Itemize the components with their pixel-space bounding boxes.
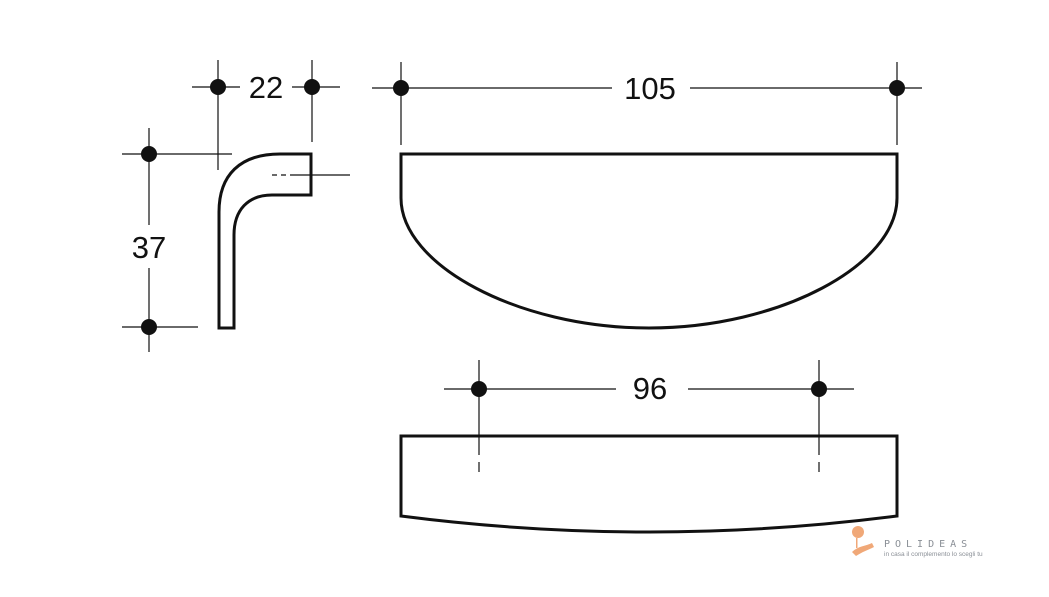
dimension-37: 37 bbox=[132, 230, 166, 265]
side-profile bbox=[217, 152, 313, 330]
hole-markers bbox=[141, 79, 905, 397]
polideas-logo: POLIDEAS in casa il complemento lo scegl… bbox=[852, 526, 983, 558]
logo-figure-icon bbox=[852, 526, 874, 556]
dimension-lines bbox=[122, 60, 922, 472]
top-view bbox=[399, 152, 899, 330]
front-view bbox=[399, 434, 899, 534]
dimension-105: 105 bbox=[624, 71, 676, 106]
dimension-96: 96 bbox=[633, 371, 667, 406]
logo-tagline: in casa il complemento lo scegli tu bbox=[884, 551, 983, 558]
logo-name: POLIDEAS bbox=[884, 539, 972, 550]
dimension-22: 22 bbox=[249, 70, 283, 105]
